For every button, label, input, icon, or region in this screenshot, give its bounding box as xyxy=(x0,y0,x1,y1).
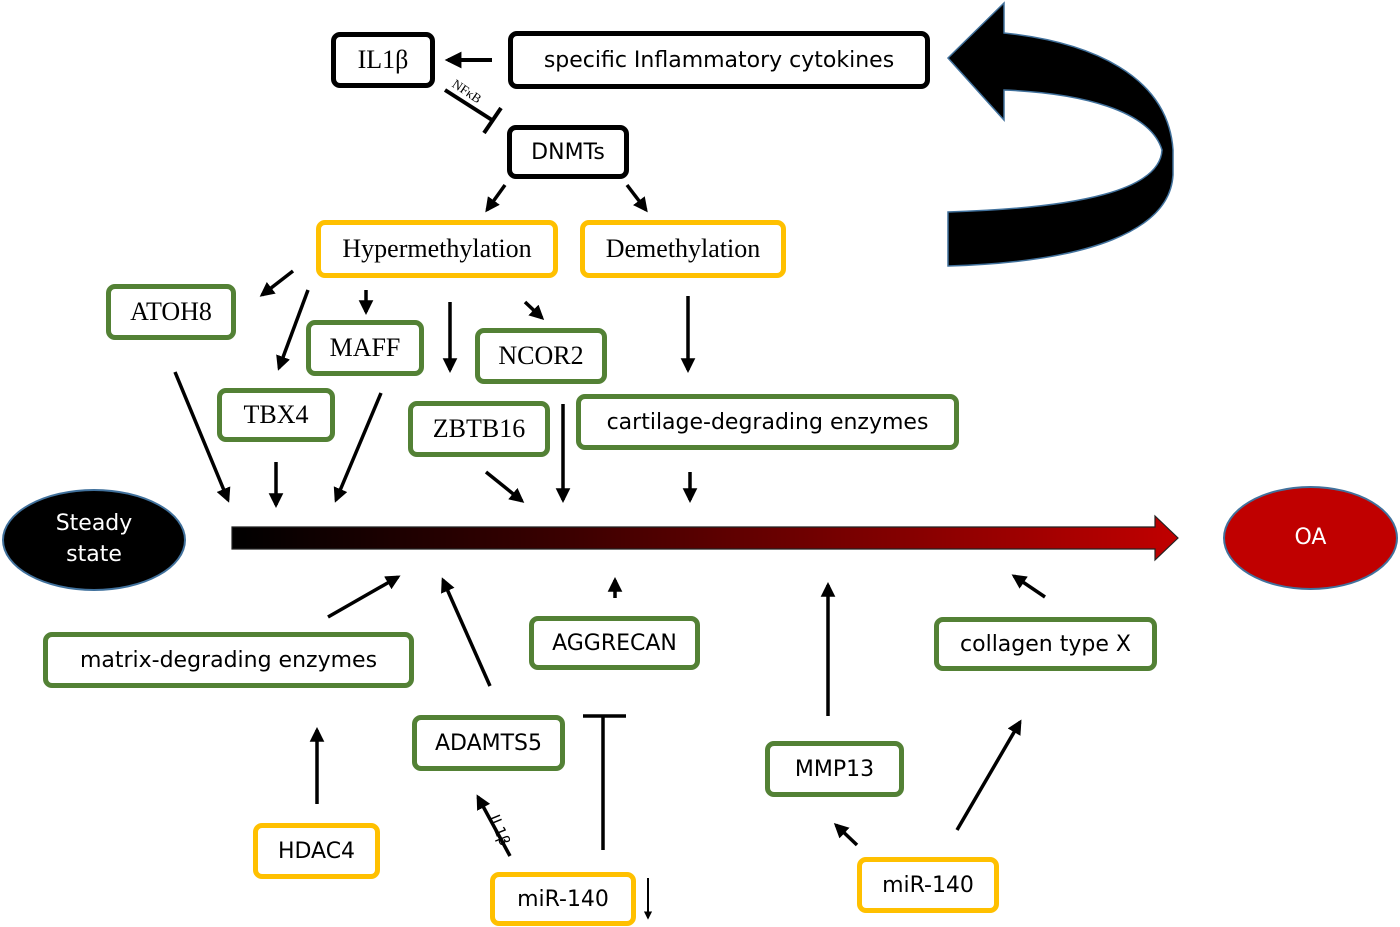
arrow-mir140-mmp13 xyxy=(833,822,859,847)
steady-state-line1: Steady xyxy=(55,511,133,537)
node-maff: MAFF xyxy=(306,320,424,376)
inhibit-il1b-dnmts-bar xyxy=(482,106,503,135)
arrow-hyper-tbx4 xyxy=(276,289,310,371)
arrow-zbtb16-bar xyxy=(484,470,525,503)
progression-arrow xyxy=(231,514,1179,562)
node-aggrecan: AGGRECAN xyxy=(529,616,700,670)
node-matrix-degrading-enzymes: matrix-degrading enzymes xyxy=(43,632,414,688)
steady-state-line2: state xyxy=(66,542,122,567)
node-ncor2: NCOR2 xyxy=(475,328,607,384)
arrow-adamts5-bar xyxy=(441,577,492,687)
feedback-curved-arrow xyxy=(946,1,1174,267)
arrow-mir140-collagen xyxy=(955,719,1022,831)
node-adamts5: ADAMTS5 xyxy=(412,715,565,771)
node-inflammatory-cytokines: specific Inflammatory cytokines xyxy=(508,31,930,89)
node-il1b: IL1β xyxy=(331,32,435,88)
node-demethylation: Demethylation xyxy=(580,220,786,278)
node-tbx4: TBX4 xyxy=(217,388,335,442)
node-mmp13: MMP13 xyxy=(765,741,904,797)
node-zbtb16: ZBTB16 xyxy=(408,401,550,457)
arrow-dnmts-demeth xyxy=(625,183,648,213)
node-steady-state: Steady state xyxy=(2,489,186,591)
arrow-maff-bar xyxy=(333,392,383,503)
node-atoh8: ATOH8 xyxy=(106,284,236,340)
arrow-matrix-bar xyxy=(327,575,401,619)
arrow-collagen-bar xyxy=(1011,574,1046,599)
arrow-hyper-atoh8 xyxy=(259,269,295,297)
node-collagen-type-x: collagen type X xyxy=(934,617,1157,671)
node-dnmts: DNMTs xyxy=(507,125,629,179)
node-oa: OA xyxy=(1223,486,1398,590)
inhibit-il1b-dnmts xyxy=(443,88,494,122)
arrow-mir140-adamts5 xyxy=(476,794,512,857)
node-mir140-left: miR-140 xyxy=(490,872,636,926)
arrow-hyper-ncor2 xyxy=(523,300,545,321)
node-mir140-right: miR-140 xyxy=(857,857,999,913)
node-hypermethylation: Hypermethylation xyxy=(316,220,558,278)
arrow-dnmts-hyper xyxy=(485,183,507,213)
arrow-atoh8-bar xyxy=(173,371,231,503)
node-cartilage-degrading-enzymes: cartilage-degrading enzymes xyxy=(576,394,959,450)
node-hdac4: HDAC4 xyxy=(253,823,380,879)
